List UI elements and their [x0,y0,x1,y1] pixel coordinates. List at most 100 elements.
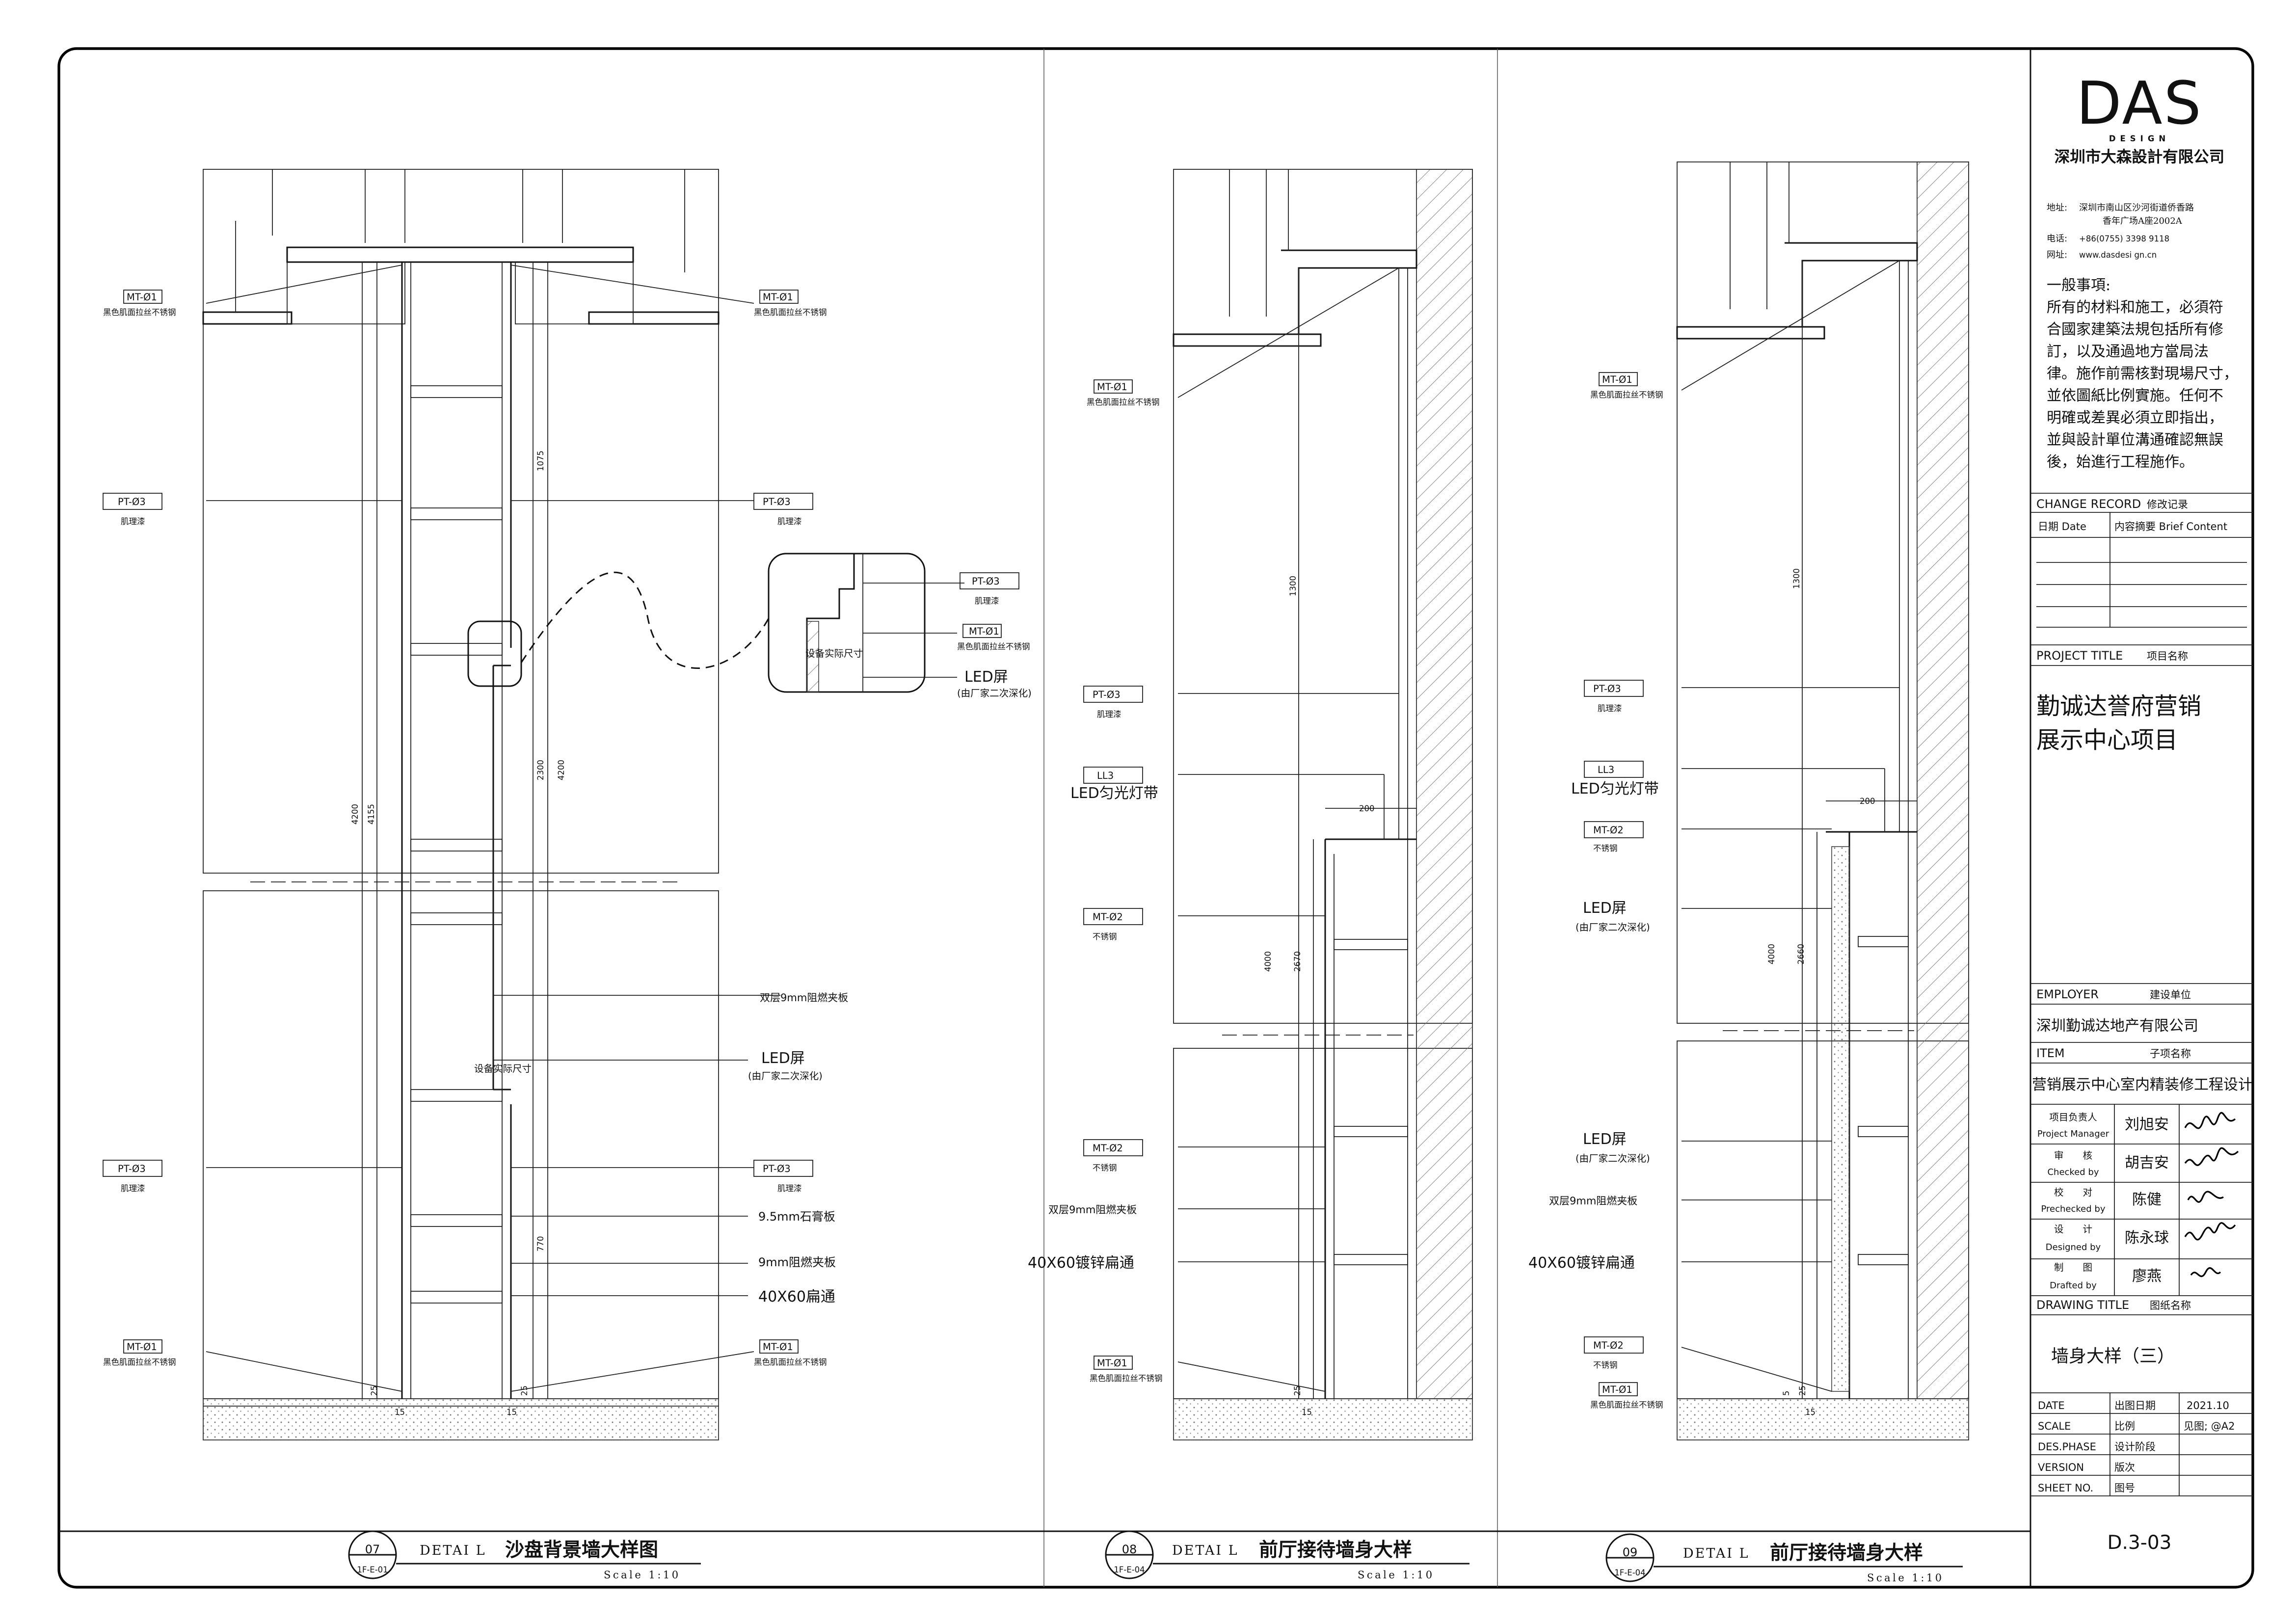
change-record-col-content: 内容摘要 Brief Content [2114,521,2227,532]
svg-text:黑色肌面拉丝不锈钢: 黑色肌面拉丝不锈钢 [754,308,827,317]
hanger-rods [235,169,685,312]
svg-text:合國家建築法規包括所有修: 合國家建築法規包括所有修 [2047,321,2223,338]
svg-text:Designed by: Designed by [2046,1242,2101,1252]
svg-text:黑色肌面拉丝不锈钢: 黑色肌面拉丝不锈钢 [1087,398,1160,407]
svg-text:DES.PHASE: DES.PHASE [2038,1441,2096,1453]
svg-text:肌理漆: 肌理漆 [777,517,802,526]
svg-text:肌理漆: 肌理漆 [777,1184,802,1193]
svg-text:MT-Ø2: MT-Ø2 [1093,911,1123,923]
svg-text:PT-Ø3: PT-Ø3 [763,496,791,507]
svg-text:2670: 2670 [1293,951,1302,972]
dims-detail-07: 4200 4155 1075 2300 4200 770 25 15 25 15 [350,451,566,1417]
sheet-number: D.3-03 [2108,1532,2172,1554]
svg-text:07: 07 [365,1543,380,1556]
svg-text:1F-E-01: 1F-E-01 [357,1565,388,1574]
svg-text:25: 25 [520,1385,529,1396]
project-name-1: 勤诚达誉府营销 [2036,692,2201,720]
svg-text:肌理漆: 肌理漆 [1097,710,1121,719]
svg-text:LED屏: LED屏 [761,1050,805,1067]
svg-text:PT-Ø3: PT-Ø3 [118,1163,146,1174]
project-title-label: PROJECT TITLE [2036,649,2123,663]
svg-text:1300: 1300 [1792,568,1801,589]
item-value: 营销展示中心室内精装修工程设计 [2032,1076,2253,1093]
svg-text:见图; @A2: 见图; @A2 [2184,1420,2235,1432]
tags-detail-08: MT-Ø1 黑色肌面拉丝不锈钢 PT-Ø3 肌理漆 LL3 LED匀光灯带 MT-Ø… [1028,381,1163,1383]
svg-text:40X60镀锌扁通: 40X60镀锌扁通 [1528,1254,1635,1272]
svg-text:图号: 图号 [2114,1482,2135,1494]
svg-text:黑色肌面拉丝不锈钢: 黑色肌面拉丝不锈钢 [1090,1374,1163,1383]
svg-text:Prechecked by: Prechecked by [2041,1204,2106,1214]
svg-text:09: 09 [1623,1545,1638,1559]
svg-text:所有的材料和施工，必須符: 所有的材料和施工，必須符 [2047,299,2223,316]
company-logo-sub: DESIGN [2109,134,2170,143]
dimension-lines [362,262,548,1399]
svg-text:LL3: LL3 [1097,770,1114,781]
svg-text:黑色肌面拉丝不锈钢: 黑色肌面拉丝不锈钢 [1590,390,1663,399]
svg-text:MT-Ø2: MT-Ø2 [1593,825,1624,836]
svg-text:2660: 2660 [1796,944,1806,964]
svg-text:黑色肌面拉丝不锈钢: 黑色肌面拉丝不锈钢 [103,1358,176,1367]
svg-text:25: 25 [370,1385,379,1396]
svg-text:1300: 1300 [1288,576,1298,596]
svg-text:40X60扁通: 40X60扁通 [758,1288,835,1305]
detail-09-title: 09 1F-E-04 DETAI L 前厅接待墙身大样 Scale 1:10 [1614,1542,1944,1584]
callout-leader [520,571,770,669]
svg-text:肌理漆: 肌理漆 [121,517,145,526]
svg-text:4000: 4000 [1767,944,1776,964]
dims-detail-09: 1300 200 4000 2660 5 25 15 [1767,568,1875,1417]
svg-text:2021.10: 2021.10 [2187,1400,2229,1411]
svg-text:15: 15 [507,1408,517,1417]
svg-text:制 图: 制 图 [2054,1262,2092,1273]
callout-circle [467,620,522,687]
svg-text:Scale 1:10: Scale 1:10 [1358,1569,1435,1581]
svg-text:PT-Ø3: PT-Ø3 [1093,689,1121,700]
change-record-title-cn: 修改记录 [2147,499,2188,510]
svg-text:出图日期: 出图日期 [2114,1400,2156,1411]
svg-text:DETAI L: DETAI L [420,1543,486,1558]
employer-label-cn: 建设单位 [2150,989,2191,1001]
svg-text:訂，以及通過地方當局法: 訂，以及通過地方當局法 [2047,343,2209,360]
svg-text:PT-Ø3: PT-Ø3 [118,496,146,507]
svg-text:PT-Ø3: PT-Ø3 [763,1163,791,1174]
project-name-2: 展示中心项目 [2036,726,2178,754]
svg-text:MT-Ø1: MT-Ø1 [1602,374,1632,385]
svg-text:25: 25 [1798,1385,1807,1396]
svg-text:黑色肌面拉丝不锈钢: 黑色肌面拉丝不锈钢 [1590,1400,1663,1410]
svg-text:双层9mm阻燃夹板: 双层9mm阻燃夹板 [1048,1204,1137,1216]
svg-text:4000: 4000 [1263,951,1273,972]
ceiling-bracket-right [515,262,634,324]
svg-text:LED匀光灯带: LED匀光灯带 [1070,785,1158,802]
notes-title: 一般事項: [2047,277,2110,294]
svg-text:双层9mm阻燃夹板: 双层9mm阻燃夹板 [760,992,848,1004]
svg-text:陈永球: 陈永球 [2125,1229,2169,1247]
svg-text:肌理漆: 肌理漆 [975,596,999,606]
phone: +86(0755) 3398 9118 [2079,234,2169,243]
svg-text:40X60镀锌扁通: 40X60镀锌扁通 [1028,1254,1134,1272]
company-name: 深圳市大森設計有限公司 [2055,148,2225,166]
svg-text:项目负责人: 项目负责人 [2049,1112,2097,1123]
svg-text:1F-E-04: 1F-E-04 [1614,1568,1645,1577]
svg-text:並依圖紙比例實施。任何不: 並依圖紙比例實施。任何不 [2047,387,2223,404]
ceiling-bracket-left [287,262,405,324]
project-title-label-cn: 项目名称 [2147,650,2188,662]
svg-text:4155: 4155 [367,804,376,825]
svg-text:SCALE: SCALE [2038,1420,2071,1432]
svg-text:廖燕: 廖燕 [2132,1268,2162,1285]
svg-text:MT-Ø1: MT-Ø1 [1097,1358,1127,1369]
svg-text:Scale 1:10: Scale 1:10 [1867,1572,1944,1584]
svg-text:(由厂家二次深化): (由厂家二次深化) [957,688,1032,699]
ceiling-box [286,246,634,263]
svg-text:设备实际尺寸: 设备实际尺寸 [474,1063,532,1074]
svg-text:(由厂家二次深化): (由厂家二次深化) [1575,922,1650,933]
svg-text:LL3: LL3 [1598,764,1614,775]
svg-text:设计阶段: 设计阶段 [2114,1441,2156,1453]
title-block-lines [2030,493,2253,1496]
ceiling-right [588,311,720,325]
svg-text:不锈钢: 不锈钢 [1593,844,1618,853]
svg-text:陈健: 陈健 [2132,1191,2162,1208]
svg-text:MT-Ø1: MT-Ø1 [763,292,793,303]
